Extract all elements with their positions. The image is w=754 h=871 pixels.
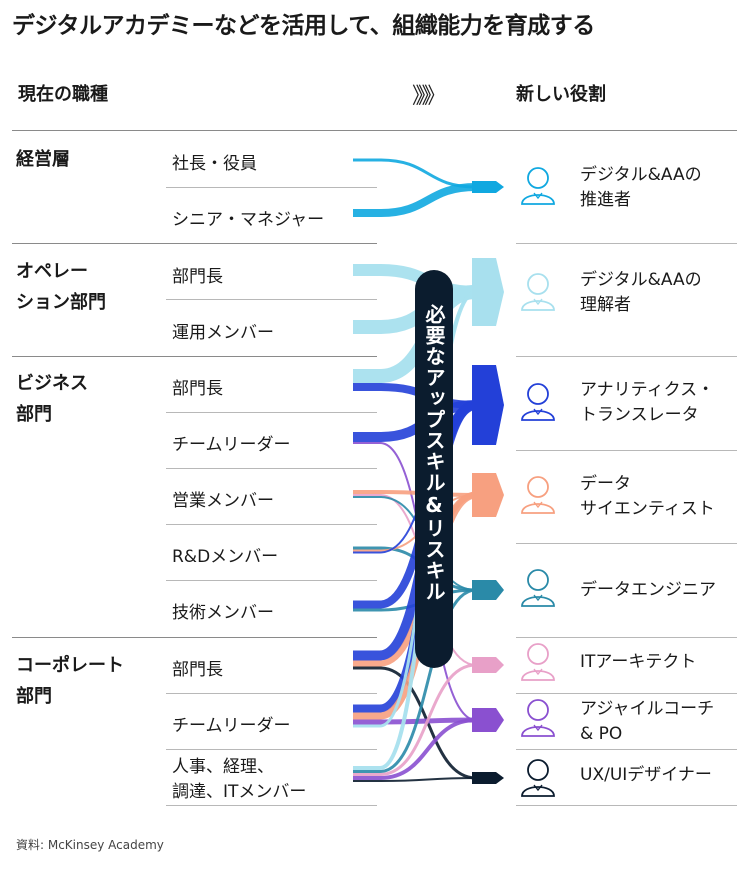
role-separator: [516, 749, 737, 750]
role-biz-head: 部門長: [172, 379, 223, 399]
role-separator: [516, 543, 737, 544]
group-executive: 経営層: [16, 149, 70, 170]
role-separator: [166, 693, 377, 694]
role-separator: [166, 805, 377, 806]
separator-group-3: [12, 356, 377, 357]
upskill-reskill-pill: 必要なアップスキル&リスキル: [415, 270, 453, 668]
person-icon: [520, 166, 556, 206]
flow-arrowhead: [472, 181, 504, 193]
role-separator: [166, 187, 377, 188]
person-icon: [520, 568, 556, 608]
new-role-label: データエンジニア: [580, 580, 716, 600]
person-icon: [520, 758, 556, 798]
person-icon: [520, 382, 556, 422]
new-roles-header: 新しい役割: [516, 84, 606, 105]
role-separator: [516, 805, 737, 806]
role-ops-head: 部門長: [172, 267, 223, 287]
new-role-label: デジタル&AAの 理解者: [580, 270, 702, 315]
person-icon: [520, 698, 556, 738]
group-operations: オペレー ション部門: [16, 261, 106, 313]
role-separator: [166, 468, 377, 469]
role-separator: [166, 412, 377, 413]
role-ops-member: 運用メンバー: [172, 323, 274, 343]
new-role-label: ITアーキテクト: [580, 652, 697, 672]
new-role-label: UX/UIデザイナー: [580, 765, 712, 785]
role-separator: [166, 524, 377, 525]
flow-link: [353, 718, 496, 780]
new-role-label: アナリティクス・ トランスレータ: [580, 380, 715, 425]
flow-arrowhead: [472, 580, 504, 600]
separator-group-2: [12, 243, 377, 244]
person-icon: [520, 475, 556, 515]
role-biz-team-leader: チームリーダー: [172, 435, 291, 455]
role-separator: [516, 637, 737, 638]
role-corp-head: 部門長: [172, 660, 223, 680]
new-role-label: データ サイエンティスト: [580, 474, 715, 519]
chevron-arrows-icon: 》》》: [412, 84, 446, 109]
role-separator: [516, 243, 737, 244]
flow-arrowhead: [472, 657, 504, 673]
separator-group-4: [12, 637, 377, 638]
upskill-reskill-label: 必要なアップスキル&リスキル: [422, 304, 446, 602]
role-biz-tech: 技術メンバー: [172, 603, 274, 623]
role-separator: [166, 580, 377, 581]
flow-link: [353, 777, 496, 782]
role-separator: [516, 356, 737, 357]
flow-arrowhead: [472, 258, 504, 326]
role-corp-members: 人事、経理、 調達、ITメンバー: [172, 757, 307, 802]
flow-link: [353, 663, 496, 776]
role-separator: [516, 693, 737, 694]
group-business: ビジネス 部門: [16, 373, 88, 425]
role-exec-senior-manager: シニア・マネジャー: [172, 210, 325, 230]
role-separator: [516, 450, 737, 451]
source-note: 資料: McKinsey Academy: [16, 838, 164, 852]
flow-arrowhead: [472, 365, 504, 445]
separator-top: [12, 130, 737, 131]
role-separator: [166, 299, 377, 300]
flow-arrowhead: [472, 708, 504, 732]
role-corp-team-leader: チームリーダー: [172, 716, 291, 736]
current-roles-header: 現在の職種: [18, 84, 108, 105]
person-icon: [520, 272, 556, 312]
group-corporate: コーポレート 部門: [16, 655, 124, 707]
flow-arrowhead: [472, 473, 504, 517]
flow-arrowhead: [472, 772, 504, 784]
page-title: デジタルアカデミーなどを活用して、組織能力を育成する: [12, 13, 595, 39]
role-biz-rnd: R&Dメンバー: [172, 547, 279, 567]
new-role-label: アジャイルコーチ & PO: [580, 699, 715, 744]
flow-link: [353, 588, 496, 773]
role-biz-sales: 営業メンバー: [172, 491, 274, 511]
person-icon: [520, 642, 556, 682]
role-exec-president: 社長・役員: [172, 154, 257, 174]
new-role-label: デジタル&AAの 推進者: [580, 165, 702, 210]
role-separator: [166, 749, 377, 750]
flow-link: [353, 183, 496, 217]
